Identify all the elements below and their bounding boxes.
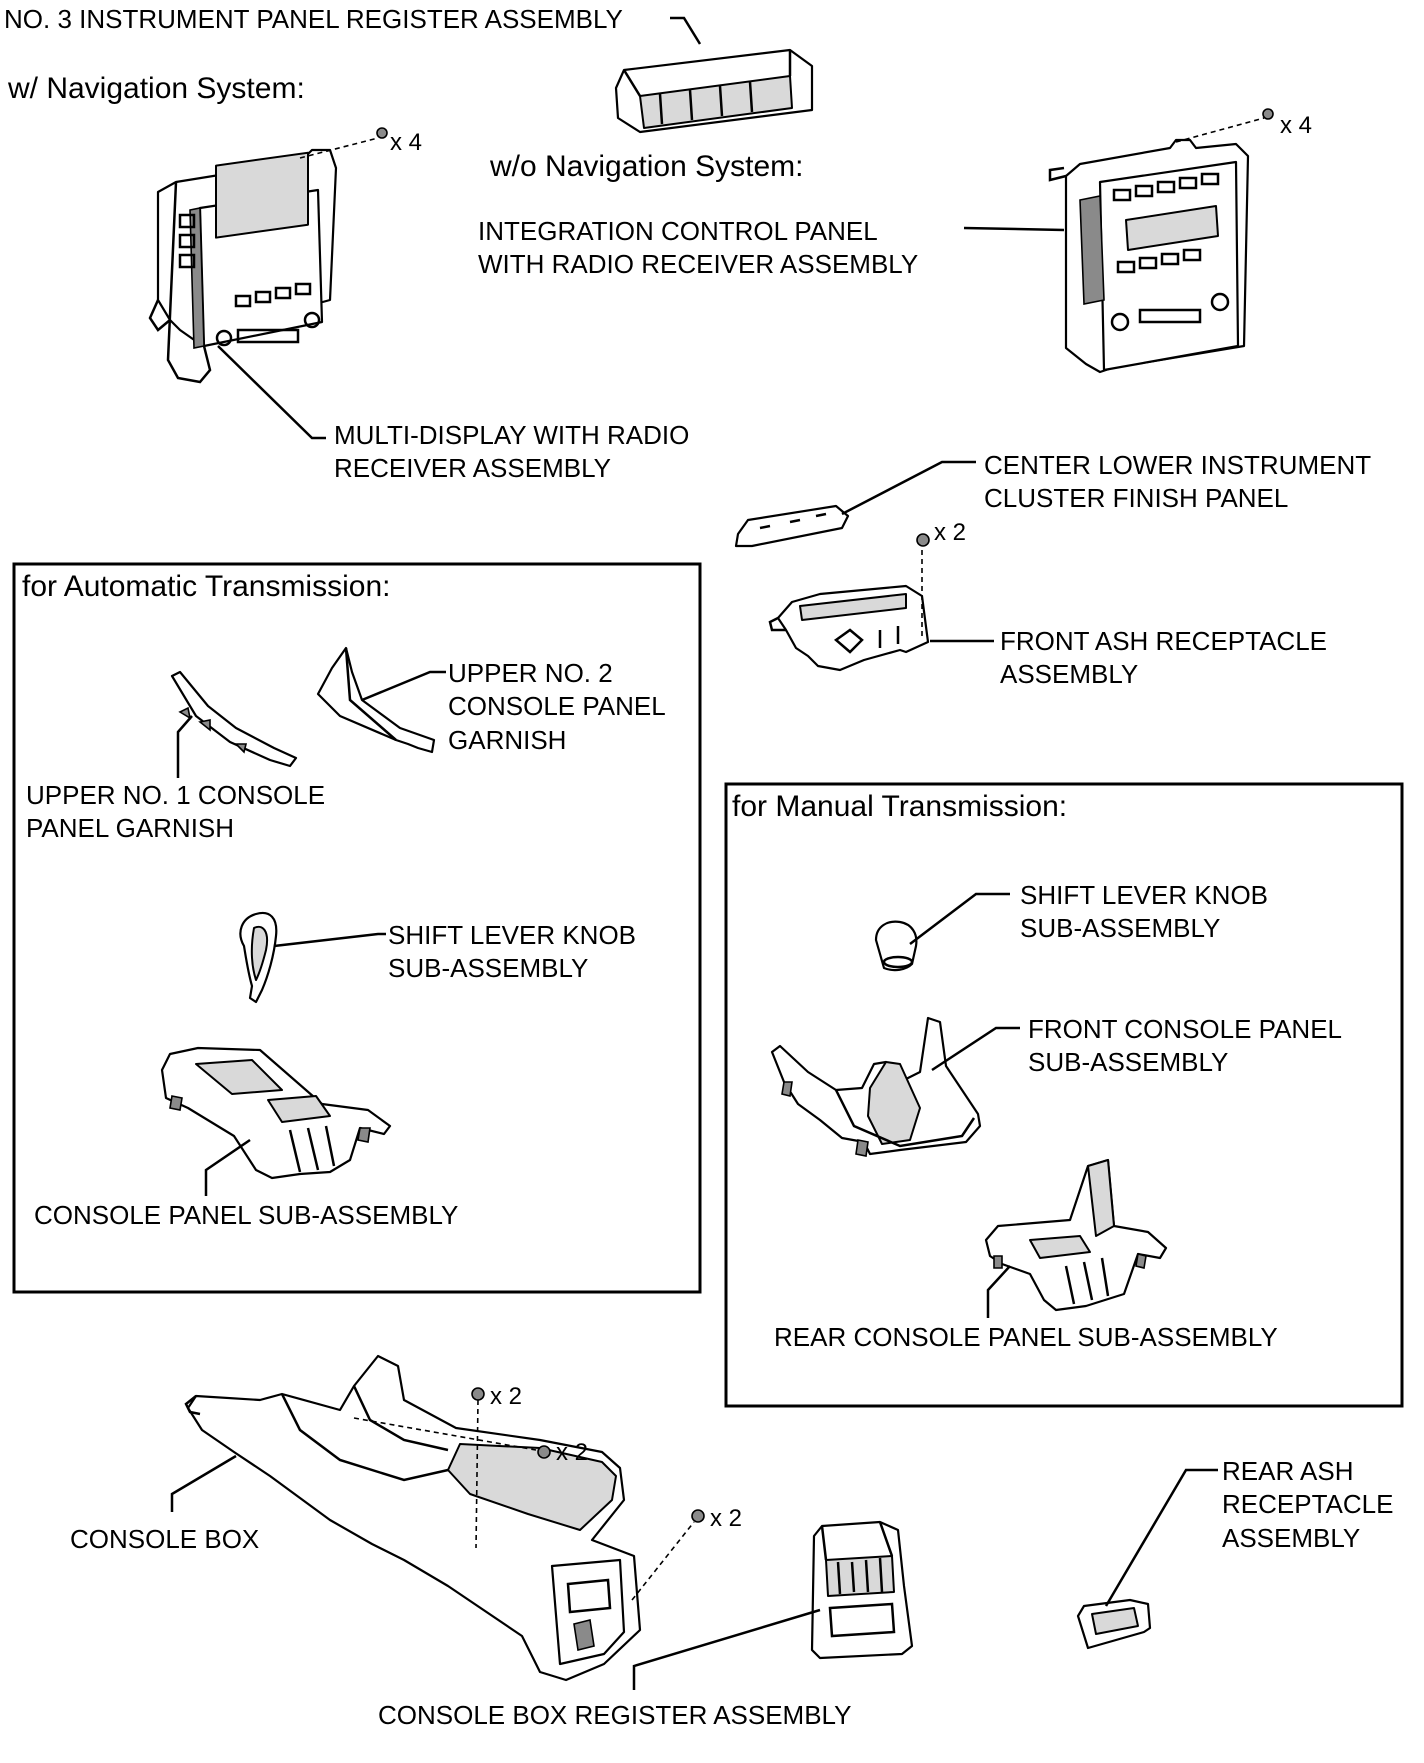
qty-console-b: x 2: [556, 1439, 588, 1466]
rear-ash-part: [1076, 1598, 1152, 1650]
rear-console-panel-part: [984, 1158, 1168, 1312]
label-shift-at-1: SHIFT LEVER KNOB: [388, 920, 636, 950]
multi-display-part: [148, 148, 338, 384]
label-rear-ash-1: REAR ASH: [1222, 1456, 1354, 1486]
shift-knob-at-part: [239, 911, 278, 1004]
front-ash-part: [768, 584, 930, 672]
screw-icon: [916, 533, 930, 547]
console-register-part: [810, 1520, 914, 1660]
label-integration-2: WITH RADIO RECEIVER ASSEMBLY: [478, 249, 918, 279]
label-rear-ash-2: RECEPTACLE: [1222, 1489, 1393, 1519]
leader-shift-mt: [909, 892, 1010, 945]
console-panel-part: [160, 1046, 392, 1180]
screw-icon: [471, 1387, 485, 1401]
label-multi-display-2: RECEIVER ASSEMBLY: [334, 453, 611, 483]
leader-console-box: [170, 1454, 237, 1512]
leader-shift-at: [273, 932, 386, 948]
label-shift-mt-1: SHIFT LEVER KNOB: [1020, 880, 1268, 910]
label-front-console-1: FRONT CONSOLE PANEL: [1028, 1014, 1342, 1044]
leader-integration: [963, 226, 1065, 232]
label-console-box: CONSOLE BOX: [70, 1524, 259, 1554]
screw-icon: [1262, 108, 1274, 120]
label-upper-no2-1: UPPER NO. 2: [448, 658, 613, 688]
label-front-ash-1: FRONT ASH RECEPTACLE: [1000, 626, 1327, 656]
screw-icon: [691, 1509, 705, 1523]
screw-line-console-c: [631, 1521, 695, 1601]
leader-center-lower: [841, 460, 976, 516]
leader-console-register: [632, 1608, 821, 1690]
label-center-lower-2: CLUSTER FINISH PANEL: [984, 483, 1288, 513]
screw-line-console-b: [353, 1417, 537, 1451]
label-integration-1: INTEGRATION CONTROL PANEL: [478, 216, 878, 246]
automatic-transmission-box: [12, 562, 702, 1294]
upper-no2-garnish-part: [316, 646, 436, 754]
label-upper-no2-2: CONSOLE PANEL: [448, 691, 666, 721]
leader-upper-no1: [176, 715, 193, 778]
center-lower-panel-part: [734, 504, 850, 548]
qty-console-c: x 2: [710, 1505, 742, 1532]
label-multi-display-1: MULTI-DISPLAY WITH RADIO: [334, 420, 689, 450]
label-front-ash-2: ASSEMBLY: [1000, 659, 1138, 689]
qty-console-a: x 2: [490, 1383, 522, 1410]
leader-rear-ash: [1104, 1468, 1218, 1607]
manual-transmission-box: [724, 782, 1404, 1408]
screw-line-console-a: [475, 1399, 479, 1549]
heading-nav: w/ Navigation System:: [7, 72, 305, 105]
qty-nav-screws: x 4: [390, 129, 422, 156]
leader-console-panel: [204, 1138, 251, 1196]
label-front-console-2: SUB-ASSEMBLY: [1028, 1047, 1228, 1077]
leader-register-no3: [670, 16, 702, 45]
register-no3-part: [614, 48, 814, 134]
label-register-no3: NO. 3 INSTRUMENT PANEL REGISTER ASSEMBLY: [4, 4, 623, 34]
label-rear-console: REAR CONSOLE PANEL SUB-ASSEMBLY: [774, 1322, 1278, 1352]
label-upper-no1-2: PANEL GARNISH: [26, 813, 234, 843]
shift-knob-mt-part: [874, 920, 918, 972]
leader-upper-no2: [361, 670, 446, 702]
label-upper-no2-3: GARNISH: [448, 725, 566, 755]
screw-icon: [537, 1445, 551, 1459]
qty-front-ash: x 2: [934, 519, 966, 546]
heading-automatic: for Automatic Transmission:: [22, 570, 390, 603]
leader-rear-console: [986, 1265, 1011, 1318]
label-console-register: CONSOLE BOX REGISTER ASSEMBLY: [378, 1700, 851, 1730]
heading-no-nav: w/o Navigation System:: [489, 150, 803, 183]
screw-line-nav: [299, 137, 379, 159]
qty-no-nav-screws: x 4: [1280, 112, 1312, 139]
label-console-panel: CONSOLE PANEL SUB-ASSEMBLY: [34, 1200, 458, 1230]
upper-no1-garnish-part: [170, 670, 298, 768]
screw-icon: [376, 127, 388, 139]
leader-front-console: [931, 1026, 1020, 1072]
label-upper-no1-1: UPPER NO. 1 CONSOLE: [26, 780, 325, 810]
label-shift-at-2: SUB-ASSEMBLY: [388, 953, 588, 983]
integration-panel-part: [1048, 138, 1250, 374]
leader-multi-display: [217, 345, 326, 440]
label-shift-mt-2: SUB-ASSEMBLY: [1020, 913, 1220, 943]
console-box-part: [184, 1354, 642, 1682]
label-center-lower-1: CENTER LOWER INSTRUMENT: [984, 450, 1371, 480]
heading-manual: for Manual Transmission:: [732, 790, 1067, 823]
label-rear-ash-3: ASSEMBLY: [1222, 1523, 1360, 1553]
screw-line-no-nav: [1175, 117, 1265, 143]
front-console-panel-part: [770, 1016, 982, 1157]
